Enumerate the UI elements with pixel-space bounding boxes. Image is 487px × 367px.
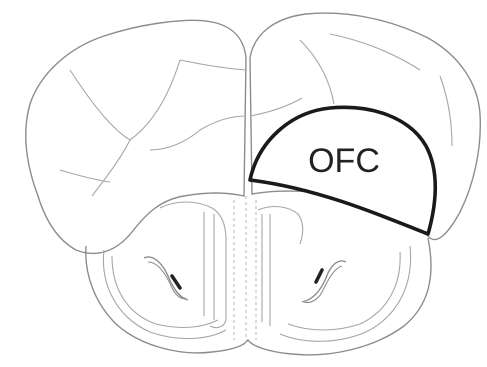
- left-ventricle: [144, 257, 188, 300]
- ofc-label: OFC: [308, 142, 380, 180]
- midline: [234, 196, 256, 344]
- ventral-outline: [86, 238, 431, 355]
- right-ventricle: [302, 261, 346, 303]
- left-hemisphere-outline: [26, 20, 246, 253]
- right-striatum: [258, 207, 411, 342]
